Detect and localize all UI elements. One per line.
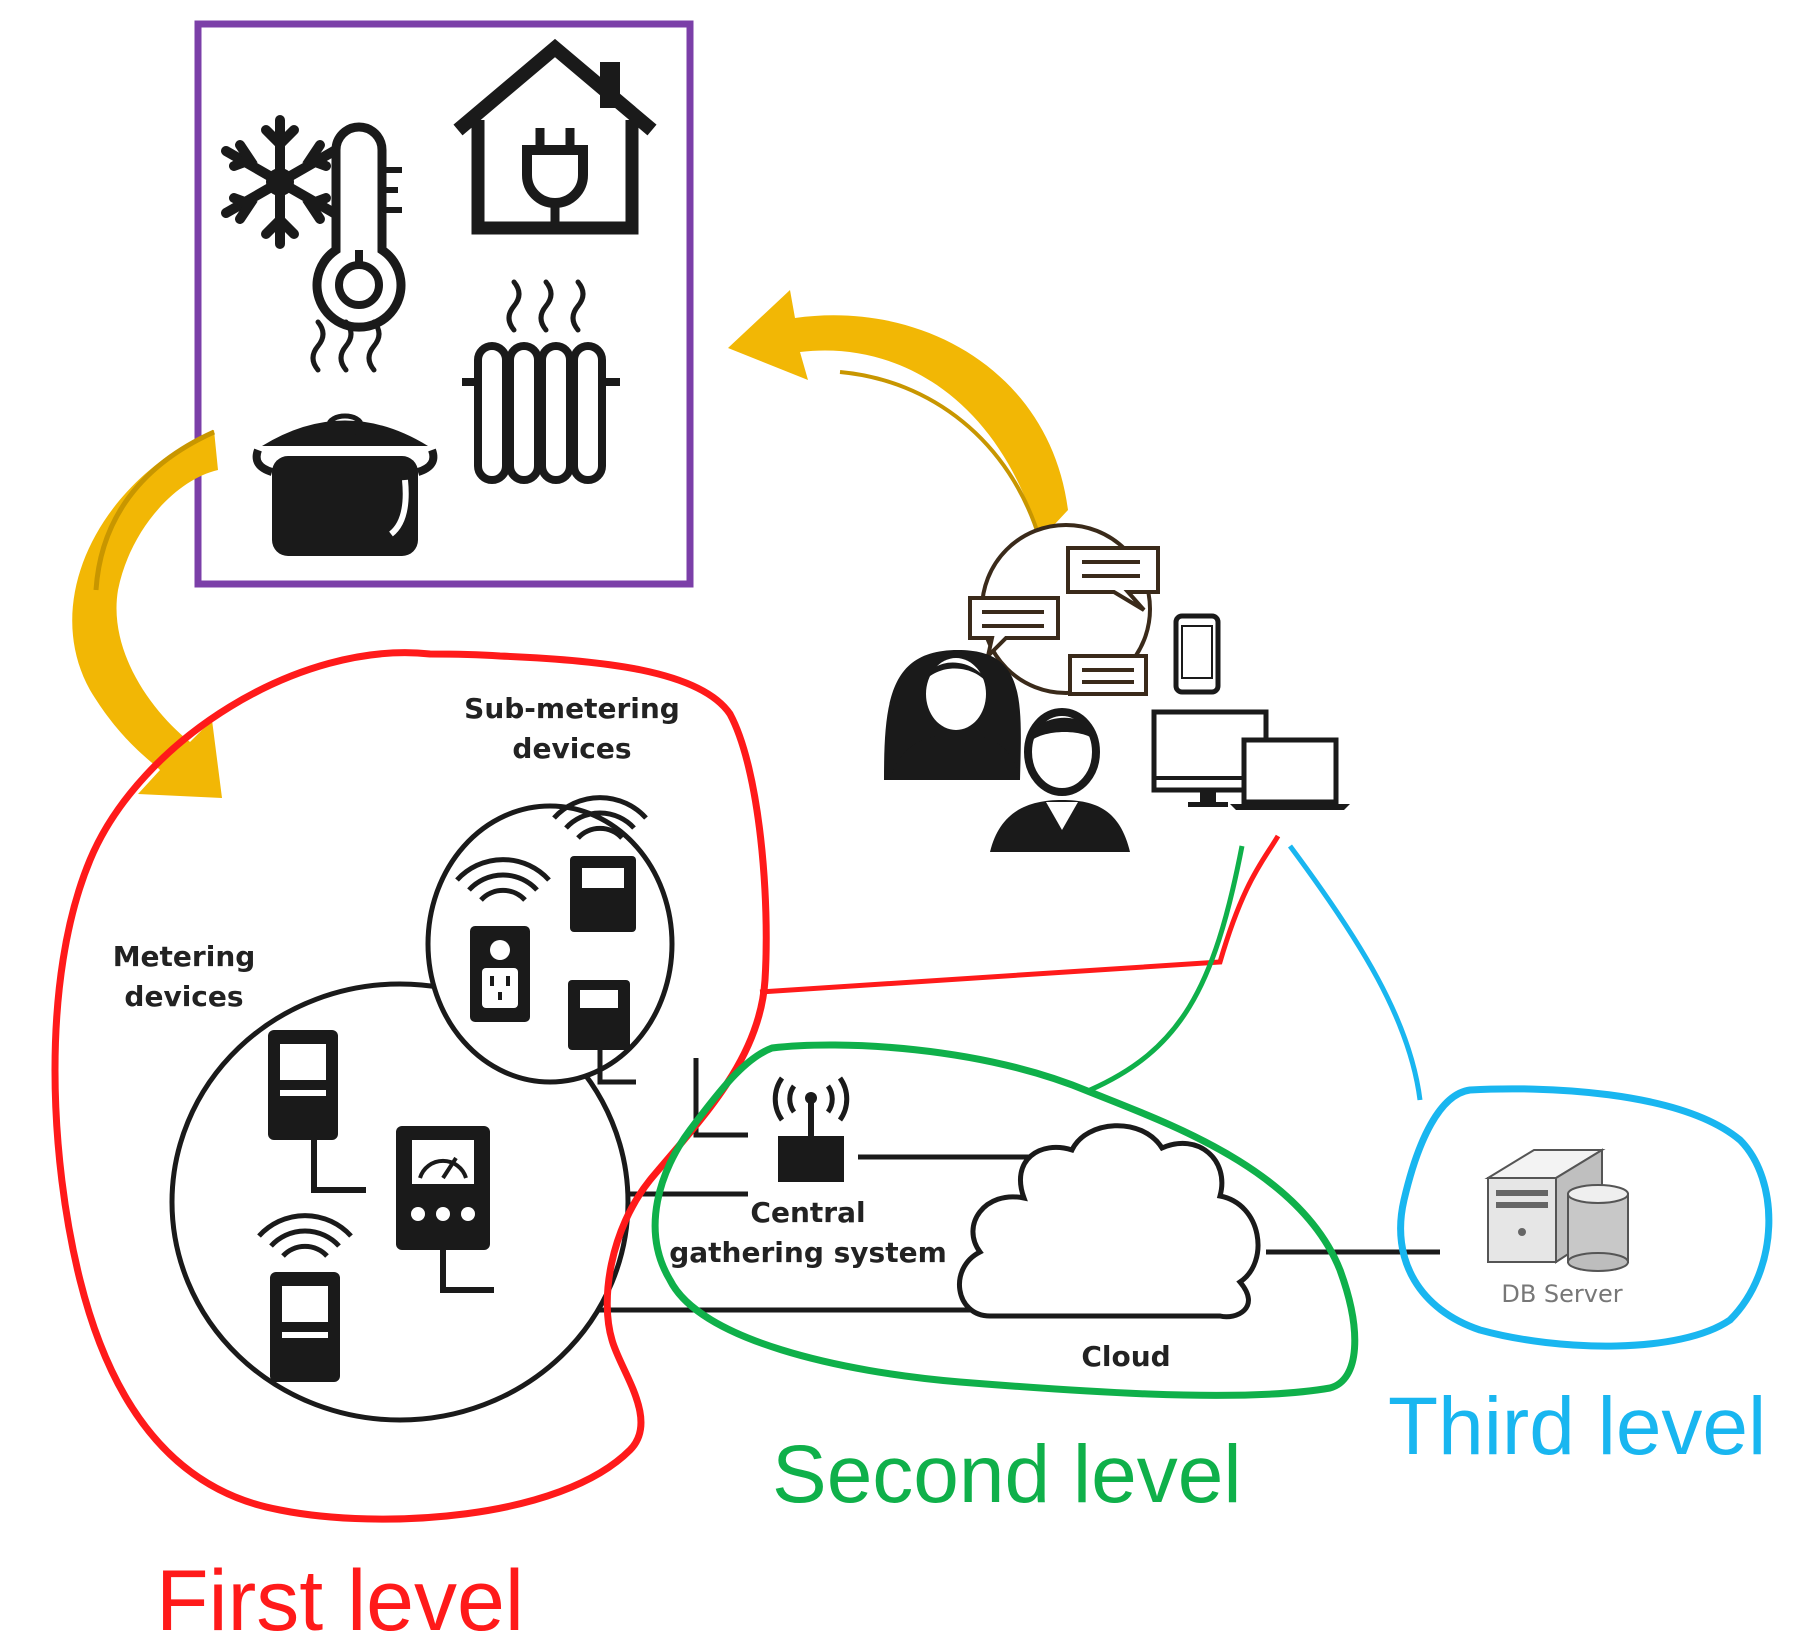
appliance-to-meters-arrow bbox=[72, 429, 222, 798]
sub-metering-devices-cluster bbox=[425, 798, 675, 1085]
meter-icon bbox=[268, 1030, 366, 1193]
metering-label-line2: devices bbox=[124, 980, 243, 1013]
users-devices-group bbox=[884, 523, 1350, 852]
cloud-label: Cloud bbox=[1081, 1340, 1170, 1373]
third-level-outline bbox=[1287, 844, 1773, 1350]
laptop-icon bbox=[1230, 737, 1350, 810]
appliances-box bbox=[194, 20, 694, 588]
cloud-icon bbox=[957, 1123, 1261, 1320]
meter-icon bbox=[554, 798, 646, 932]
metering-label-line1: Metering bbox=[113, 940, 256, 973]
gauge-meter-icon bbox=[396, 1126, 494, 1293]
second-level-label: Second level bbox=[772, 1429, 1242, 1520]
smartphone-icon bbox=[1173, 613, 1221, 695]
house-plug-icon bbox=[453, 38, 657, 235]
central-label-line1: Central bbox=[750, 1196, 865, 1229]
steaming-pot-icon bbox=[252, 319, 438, 556]
db-server-label: DB Server bbox=[1501, 1280, 1622, 1308]
metering-devices-cluster bbox=[169, 981, 631, 1423]
radiator-icon bbox=[462, 279, 620, 484]
first-level-label: First level bbox=[156, 1553, 524, 1645]
db-server-icon bbox=[1484, 1148, 1629, 1272]
snowflake-thermometer-icon bbox=[221, 115, 406, 332]
chat-bubbles-icon bbox=[968, 523, 1160, 696]
sub-metering-label-line2: devices bbox=[512, 732, 631, 765]
sub-metering-label-line1: Sub-metering bbox=[464, 692, 680, 725]
central-label-line2: gathering system bbox=[669, 1236, 947, 1269]
meter-icon bbox=[568, 980, 636, 1085]
third-level-label: Third level bbox=[1388, 1381, 1766, 1472]
antenna-icon bbox=[772, 1076, 850, 1182]
smart-plug-icon bbox=[457, 860, 549, 1022]
users-icon bbox=[884, 650, 1130, 852]
first-level-outline bbox=[51, 649, 1281, 1523]
second-level-outline bbox=[651, 845, 1359, 1399]
feedback-arrow bbox=[728, 290, 1068, 541]
